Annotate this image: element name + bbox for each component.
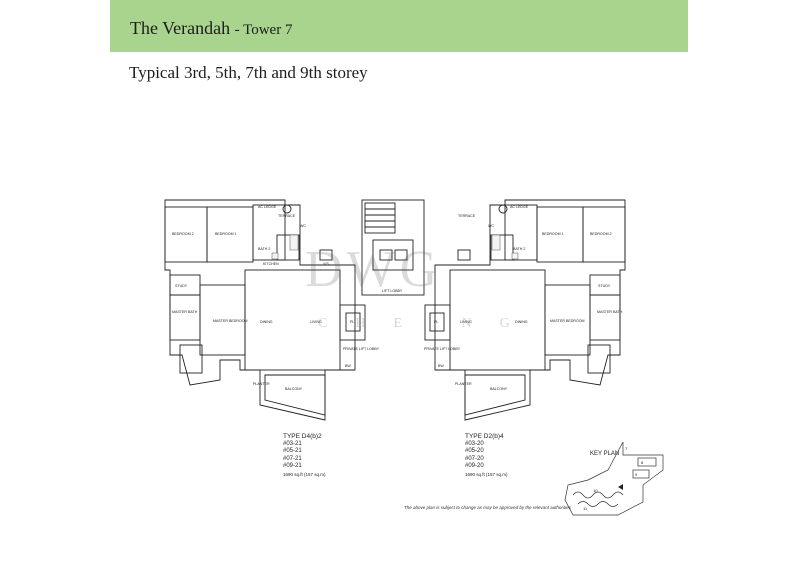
- watermark-logo: DWG: [305, 241, 442, 298]
- key-plan-block: 7: [625, 446, 628, 451]
- unit-info-left: TYPE D4(b)2 #03-21 #05-21 #07-21 #09-21 …: [283, 433, 326, 478]
- room-balcony-left: BALCONY: [285, 387, 303, 391]
- unit-area-left: 1690 sq.ft (157 sq.m): [283, 471, 326, 477]
- room-masterbath-left: MASTER BATH: [172, 310, 198, 314]
- room-bedroom1-left: BEDROOM 1: [215, 232, 237, 236]
- unit-number: #09-21: [283, 463, 302, 469]
- room-bath2-right: BATH 2: [513, 247, 525, 251]
- room-bw-right: BW: [438, 364, 444, 368]
- room-kitchen-left: KITCHEN: [263, 262, 279, 266]
- key-plan-block: 9: [635, 472, 638, 477]
- room-living-right: LIVING: [460, 320, 472, 324]
- key-plan-block: 8: [641, 460, 644, 465]
- room-masterbed-left: MASTER BEDROOM: [213, 319, 248, 323]
- room-dining-right: DINING: [515, 320, 528, 324]
- key-plan-block: 10: [593, 488, 598, 493]
- room-terrace-left: TERRACE: [278, 214, 296, 218]
- room-masterbath-right: MASTER BATH: [597, 310, 623, 314]
- key-plan-block: 11: [583, 506, 588, 511]
- room-bw-left: BW: [345, 364, 351, 368]
- unit-location-marker: [618, 484, 623, 490]
- unit-number: #09-20: [465, 463, 484, 469]
- key-plan: 7 8 9 10 11: [564, 441, 664, 516]
- room-wc-right: WC: [488, 224, 494, 228]
- unit-type-left: TYPE D4(b)2: [283, 433, 322, 440]
- room-privatelift-right: PRIVATE LIFT LOBBY: [424, 347, 461, 351]
- unit-number: #05-20: [465, 448, 484, 454]
- project-name: The Verandah: [130, 18, 231, 38]
- room-acledge-right: AC LEDGE: [510, 205, 529, 209]
- unit-area-right: 1690 sq.ft (157 sq.m): [465, 471, 508, 477]
- room-terrace-right: TERRACE: [458, 214, 476, 218]
- room-masterbed-right: MASTER BEDROOM: [550, 319, 585, 323]
- floor-subtitle: Typical 3rd, 5th, 7th and 9th storey: [129, 63, 368, 82]
- room-bedroom1-right: BEDROOM 1: [542, 232, 564, 236]
- header-banner: The Verandah - Tower 7: [110, 0, 688, 52]
- room-balcony-right: BALCONY: [490, 387, 508, 391]
- room-planter-right: PLANTER: [455, 382, 472, 386]
- key-plan-title: KEY PLAN: [590, 451, 620, 457]
- page-title: The Verandah - Tower 7: [130, 18, 292, 39]
- unit-number: #07-20: [465, 455, 484, 462]
- tower-label: - Tower 7: [234, 22, 293, 38]
- unit-number: #03-20: [465, 440, 484, 447]
- room-ys-left: Y/S: [323, 262, 329, 266]
- unit-info-right: TYPE D2(b)4 #03-20 #05-20 #07-20 #09-20 …: [465, 433, 508, 478]
- room-study-left: STUDY: [175, 284, 188, 288]
- room-living-left: LIVING: [310, 320, 322, 324]
- room-acledge-left: AC LEDGE: [258, 205, 277, 209]
- room-bedroom2-right: BEDROOM 2: [590, 232, 612, 236]
- room-pl-left: PL: [350, 320, 354, 324]
- room-bath2-left: BATH 2: [258, 247, 270, 251]
- room-pl-right: PL: [434, 320, 438, 324]
- room-privatelift-left: PRIVATE LIFT LOBBY: [343, 347, 380, 351]
- room-bedroom2-left: BEDROOM 2: [172, 232, 194, 236]
- unit-number: #07-21: [283, 455, 302, 462]
- room-dining-left: DINING: [260, 320, 273, 324]
- disclaimer-note: The above plan is subject to change as m…: [404, 505, 571, 510]
- room-study-right: STUDY: [598, 284, 611, 288]
- room-liftlobby: LIFT LOBBY: [382, 289, 403, 293]
- unit-number: #03-21: [283, 440, 302, 447]
- room-planter-left: PLANTER: [253, 382, 270, 386]
- unit-number: #05-21: [283, 448, 302, 454]
- watermark-subtext: CHE NG: [318, 316, 538, 331]
- unit-type-right: TYPE D2(b)4: [465, 433, 504, 440]
- floor-plan: BEDROOM 2 BEDROOM 1 AC LEDGE TERRACE WC …: [164, 199, 626, 421]
- room-wc-left: WC: [300, 224, 306, 228]
